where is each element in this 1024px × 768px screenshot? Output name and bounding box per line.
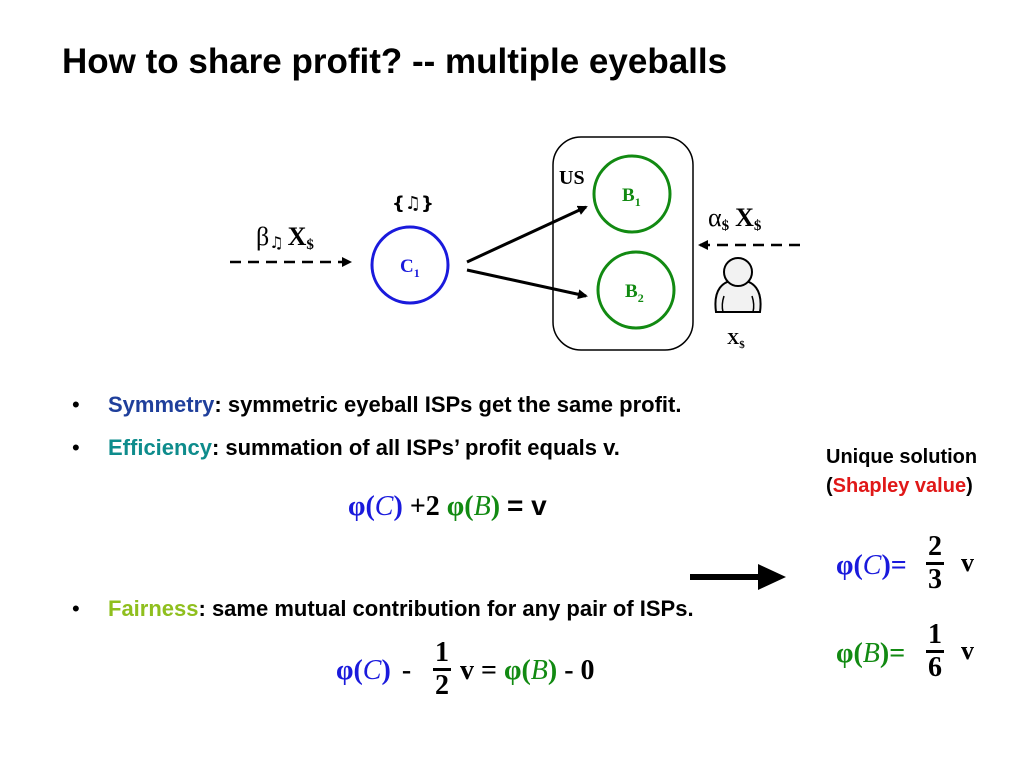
efficiency-text: : summation of all ISPs’ profit equals v… — [211, 435, 620, 460]
user-icon — [714, 257, 762, 313]
slide-title: How to share profit? -- multiple eyeball… — [62, 42, 728, 81]
efficiency-keyword: Efficiency — [108, 435, 212, 460]
solution-b-v: v — [961, 636, 974, 665]
network-diagram: US B1 B2 C1 {♫} β♫X$ α$X$ X$ — [230, 136, 800, 351]
symmetry-keyword: Symmetry — [108, 392, 215, 417]
us-container — [552, 136, 694, 351]
shapley-value-label: Shapley value — [832, 475, 967, 497]
solution-c-v: v — [961, 548, 974, 577]
arrow-c1-b2 — [466, 268, 588, 300]
arrow-c1-b1 — [466, 205, 588, 264]
node-c1 — [370, 225, 450, 305]
unique-solution-note: Unique solution (Shapley value) — [826, 446, 978, 497]
fairness-text: : same mutual contribution for any pair … — [198, 596, 694, 621]
node-b2-label: B2 — [625, 281, 644, 305]
fairness-equation-rhs: v = φ(B) - 0 — [460, 655, 595, 686]
node-b1 — [592, 154, 672, 234]
fraction-one-half: 1 2 — [433, 637, 451, 701]
music-set-label: {♫} — [392, 193, 434, 214]
fraction-one-sixth: 1 6 — [926, 619, 944, 683]
implies-arrow — [690, 564, 786, 590]
left-flow-label: β♫X$ — [256, 222, 314, 253]
fairness-keyword: Fairness — [108, 596, 199, 621]
node-b1-label: B1 — [622, 185, 641, 209]
solution-c: φ(C)= — [836, 550, 907, 581]
node-c1-label: C1 — [400, 256, 420, 280]
node-b2 — [596, 250, 676, 330]
us-label: US — [559, 167, 585, 189]
fraction-two-thirds: 2 3 — [926, 531, 944, 595]
solution-b: φ(B)= — [836, 638, 906, 669]
symmetry-text: : symmetric eyeball ISPs get the same pr… — [214, 392, 682, 417]
efficiency-equation: φ(C) +2 φ(B) = v — [348, 490, 547, 522]
fairness-equation: φ(C) - — [336, 655, 412, 686]
user-label: X$ — [727, 329, 745, 351]
right-flow-label: α$X$ — [708, 203, 762, 234]
